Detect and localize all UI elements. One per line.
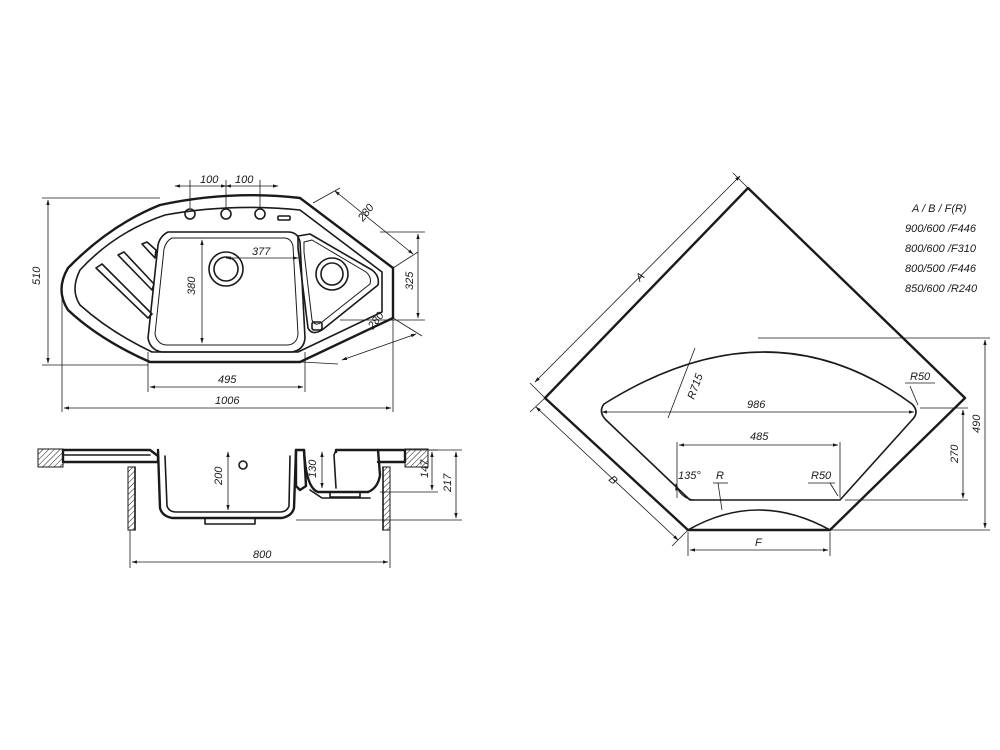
tap-hole-2 [220,208,232,220]
dim-hole-spacing-1: 100 [200,174,219,186]
secondary-drain-inner [320,262,344,286]
label-f: F [755,537,763,549]
dim-bowl-depth: 380 [186,276,198,295]
label-r715: R715 [686,371,707,401]
dim-small-bowl: 325 [404,271,416,290]
dim-section-200: 200 [213,466,225,486]
table-row: 850/600 /R240 [905,283,978,295]
main-drain-inner [213,256,239,282]
dim-overall-1006: 1006 [215,395,240,407]
label-b: B [606,473,620,487]
drainboard-grooves [95,241,157,319]
dim-section-147: 147 [419,459,431,478]
dim-hole-spacing-2: 100 [235,174,254,186]
cabinet-wall-left [127,466,136,531]
switch-slot [277,215,291,221]
sink-rim-right [376,448,407,464]
dim-490: 490 [971,414,983,433]
main-bowl-outer [147,231,306,353]
cutout-inner-shape [600,351,917,501]
dim-bowl-width: 377 [252,246,271,258]
cutout-view: A B R715 R50 986 485 135° R R50 [529,172,990,556]
label-a: A [633,270,647,284]
sink-rim-section [61,448,160,464]
label-r: R [716,470,724,482]
table-row: 800/500 /F446 [905,263,977,275]
table-row: 900/600 /F446 [905,223,977,235]
sink-inner-rim [74,206,383,353]
countertop-left [37,448,64,468]
dim-986: 986 [747,399,766,411]
label-135-deg: 135° [678,470,701,482]
main-drain-outer [208,251,244,287]
dim-total-depth: 510 [31,266,43,285]
secondary-bowl-outer [297,233,380,334]
top-view: 100 100 510 377 380 280 325 280 495 [31,174,425,412]
tap-hole-3 [254,208,266,220]
dim-section-217: 217 [442,473,454,493]
label-r50-bottom: R50 [811,470,832,482]
dim-280-top: 280 [355,201,377,224]
table-header: A / B / F(R) [911,203,967,215]
secondary-bowl-inner [303,239,371,325]
model-table: A / B / F(R) 900/600 /F446 800/600 /F310… [905,203,978,295]
cabinet-wall-right [382,466,391,531]
dim-485: 485 [750,431,769,443]
section-view: 200 130 147 217 800 [37,448,462,568]
table-row: 800/600 /F310 [905,243,977,255]
label-r50-top: R50 [910,371,931,383]
main-bowl-section [156,448,298,520]
dim-section-130: 130 [307,459,319,478]
dim-270: 270 [949,444,961,464]
secondary-bowl-section [302,448,382,494]
overflow-slot [311,321,323,331]
tap-hole-1 [184,208,196,220]
main-drain-section [204,517,256,525]
main-bowl-inner [154,237,299,346]
overflow-hole [238,460,248,470]
sink-outer-outline [60,194,395,364]
secondary-drain-outer [315,257,349,291]
dim-inner-495: 495 [218,374,237,386]
dim-cabinet-800: 800 [253,549,272,561]
